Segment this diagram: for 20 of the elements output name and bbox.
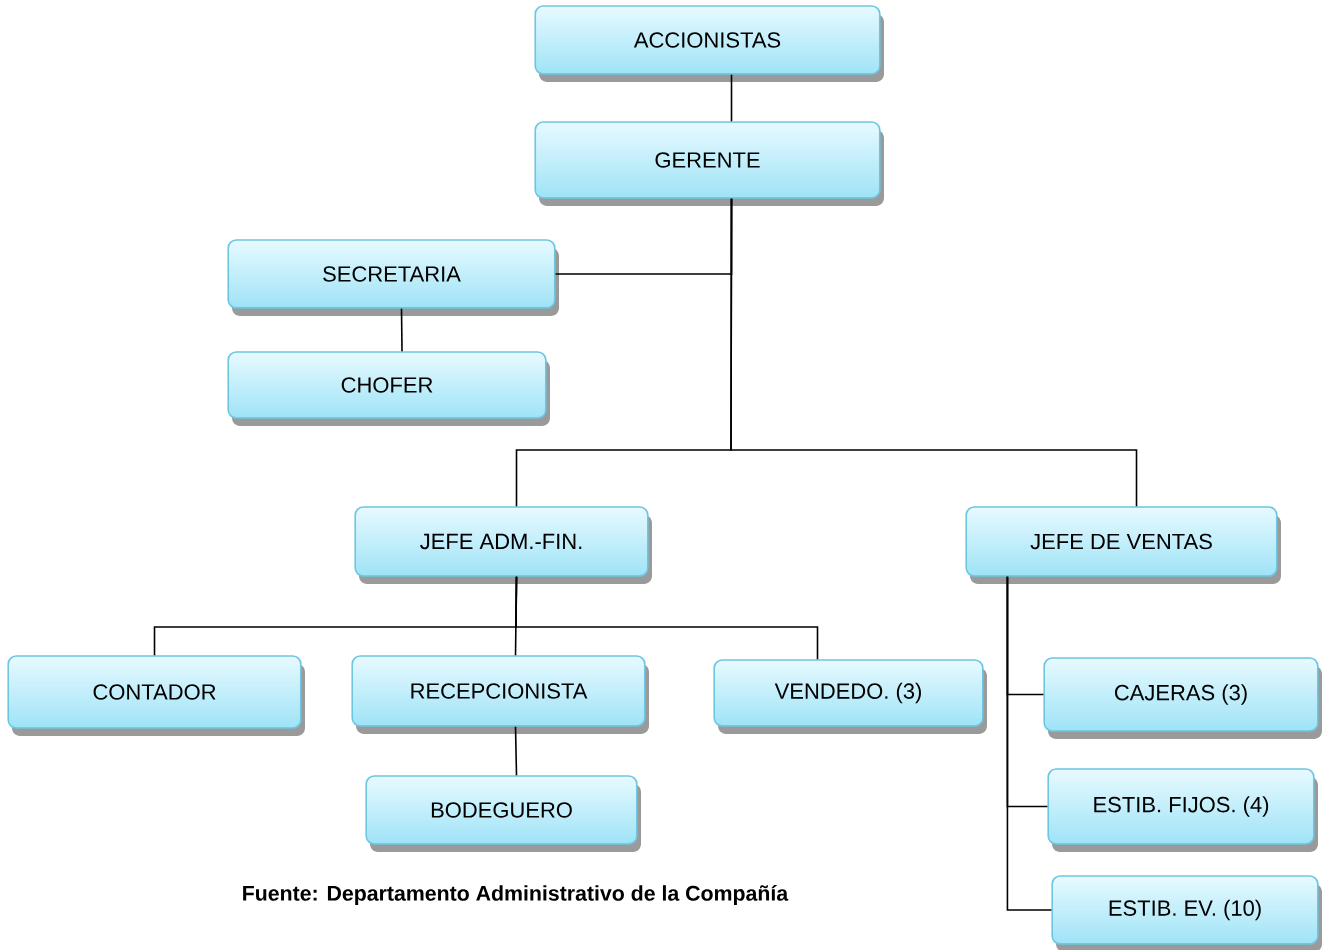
org-box: ESTIB. EV. (10): [1051, 875, 1322, 950]
org-box: CHOFER: [227, 351, 550, 426]
connector-line: [730, 73, 733, 123]
org-box: ESTIB. FIJOS. (4): [1047, 768, 1318, 852]
org-box: VENDEDO. (3): [713, 659, 987, 734]
connector-line: [515, 575, 819, 661]
org-box: JEFE DE VENTAS: [965, 506, 1281, 584]
org-box: BODEGUERO: [365, 775, 641, 852]
org-box: CONTADOR: [7, 655, 305, 736]
connector-line: [400, 307, 403, 353]
org-box: SECRETARIA: [227, 239, 559, 316]
connector-line: [514, 725, 518, 777]
org-box: JEFE ADM.-FIN.: [354, 506, 652, 584]
org-box: ACCIONISTAS: [534, 5, 884, 82]
connector-line: [730, 197, 1138, 508]
connector-line: [1006, 575, 1053, 911]
org-box: CAJERAS (3): [1043, 657, 1322, 739]
org-box: GERENTE: [534, 121, 884, 206]
org-box: RECEPCIONISTA: [351, 655, 649, 734]
source-note: Fuente: Departamento Administrativo de la Compañía: [243, 885, 789, 906]
